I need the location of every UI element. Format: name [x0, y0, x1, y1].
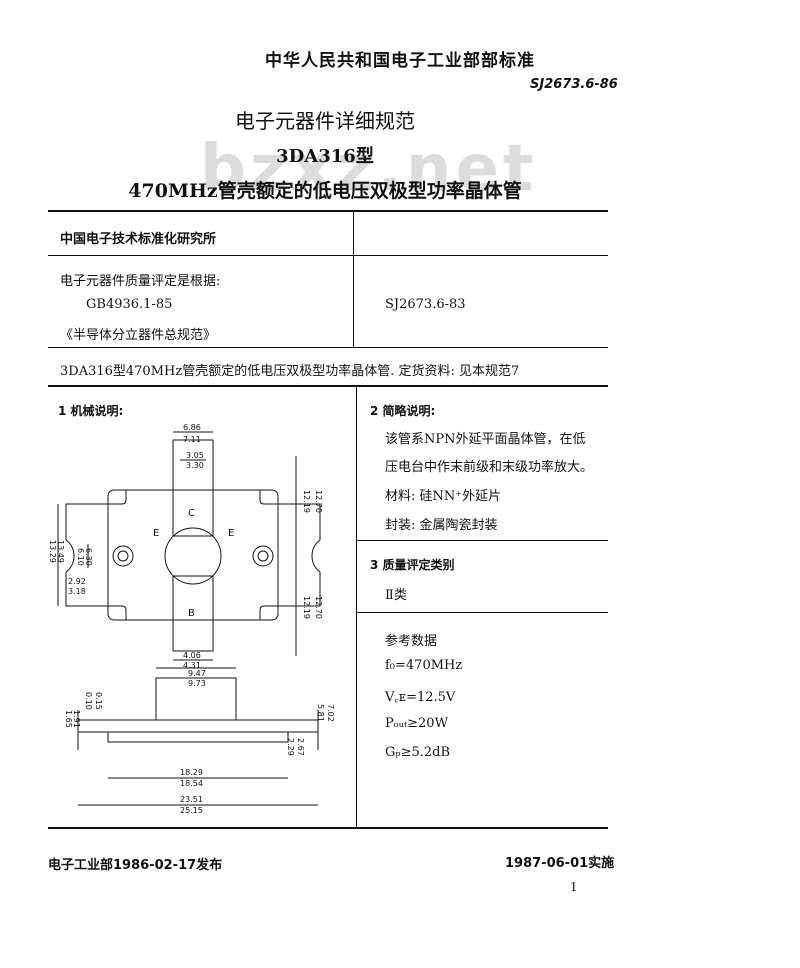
section-rule [356, 612, 608, 613]
base-lead [172, 575, 214, 652]
dim-text: 9.47 [188, 669, 206, 678]
dim-text: 7.02 [326, 704, 335, 722]
dim-text: 6.86 [183, 423, 201, 432]
ceramic-cap [164, 527, 222, 585]
label-collector: C [188, 508, 195, 519]
effective-date: 1987-06-01实施 [505, 856, 615, 871]
section1-title: 1 机械说明: [58, 404, 124, 418]
basis-name: 《半导体分立器件总规范》 [60, 328, 217, 343]
dim-text: 13.29 [48, 540, 57, 563]
dim-text: 6.10 [76, 548, 85, 566]
desc-line2: 压电台中作末前级和末级功率放大。 [385, 460, 594, 475]
dim-text: 2.67 [296, 738, 305, 756]
section-divider [356, 387, 357, 827]
spec-code: SJ2673.6-83 [385, 297, 466, 312]
standard-code: SJ2673.6-86 [530, 77, 618, 92]
summary-text: 3DA316型470MHz管壳额定的低电压双极型功率晶体管. 定货资料: 见本规… [60, 364, 520, 379]
org-standard-title: 中华人民共和国电子工业部部标准 [0, 46, 800, 71]
dim-text: 25.15 [180, 806, 203, 815]
dim-text: 3.18 [68, 587, 86, 596]
dim-text: 9.73 [188, 679, 206, 688]
dim-text: 12.70 [314, 596, 323, 619]
dim-text: 12.70 [314, 490, 323, 513]
issued-date: 电子工业部1986-02-17发布 [48, 858, 223, 873]
footer-rule [48, 827, 608, 829]
table-row-rule [48, 255, 608, 256]
label-emitter: E [228, 528, 234, 539]
table-row-rule [48, 385, 608, 387]
mechanical-drawing: 6.86 7.11 3.05 3.30 13.29 13.49 6.10 6.3… [48, 423, 335, 815]
table-top-rule [48, 210, 608, 212]
dim-text: 12.19 [302, 490, 311, 513]
dim-text: 0.10 [84, 692, 93, 710]
dim-text: 6.30 [84, 548, 93, 566]
dim-text: 18.29 [180, 768, 203, 777]
watermark: bzxz.net [200, 132, 538, 206]
dim-text: 1.91 [72, 710, 81, 728]
doc-title-line1: 电子元器件详细规范 [235, 109, 415, 133]
dim-text: 4.06 [183, 651, 201, 660]
doc-title-line2: 3DA316型 [276, 146, 374, 167]
desc-line1: 该管系NPN外延平面晶体管，在低 [385, 432, 586, 447]
section2-title: 2 简略说明: [370, 404, 436, 418]
doc-title-line3: 470MHz管壳额定的低电压双极型功率晶体管 [128, 180, 522, 202]
table-divider [353, 212, 354, 347]
basis-standard: GB4936.1-85 [86, 297, 173, 312]
basis-label: 电子元器件质量评定是根据: [60, 274, 221, 289]
section3-title: 3 质量评定类别 [370, 558, 455, 572]
label-emitter: E [153, 528, 159, 539]
label-base: B [188, 608, 195, 619]
institute: 中国电子技术标准化研究所 [60, 232, 217, 247]
page-number: 1 [570, 880, 578, 894]
dim-text: 0.15 [94, 692, 103, 710]
material: 材料: 硅NN⁺外延片 [385, 489, 502, 504]
reference-item: V꜀ᴇ=12.5V [385, 690, 456, 705]
collector-lead [172, 439, 214, 537]
dim-text: 13.49 [56, 540, 65, 563]
dim-text: 1.65 [64, 710, 73, 728]
reference-item: Pₒᵤₜ≥20W [385, 716, 448, 731]
dim-text: 3.05 [186, 451, 204, 460]
dim-text: 7.11 [183, 435, 201, 444]
org-standard-text: 中华人民共和国电子工业部部标准 [265, 51, 535, 71]
dim-text: 4.31 [183, 661, 201, 670]
dim-text: 2.92 [68, 577, 86, 586]
package: 封装: 金属陶瓷封装 [385, 518, 498, 533]
reference-title: 参考数据 [385, 634, 438, 649]
table-row-rule [48, 347, 608, 348]
dim-text: 3.30 [186, 461, 204, 470]
reference-item: Gₚ≥5.2dB [385, 745, 451, 760]
dim-text: 5.81 [316, 704, 325, 722]
dim-text: 12.19 [302, 596, 311, 619]
dim-text: 23.51 [180, 795, 203, 804]
quality-category: Ⅱ类 [385, 588, 407, 603]
dim-text: 2.29 [286, 738, 295, 756]
dim-text: 18.54 [180, 779, 203, 788]
reference-item: f₀=470MHz [385, 658, 463, 673]
flange-outline [65, 490, 321, 620]
section-rule [356, 540, 608, 541]
